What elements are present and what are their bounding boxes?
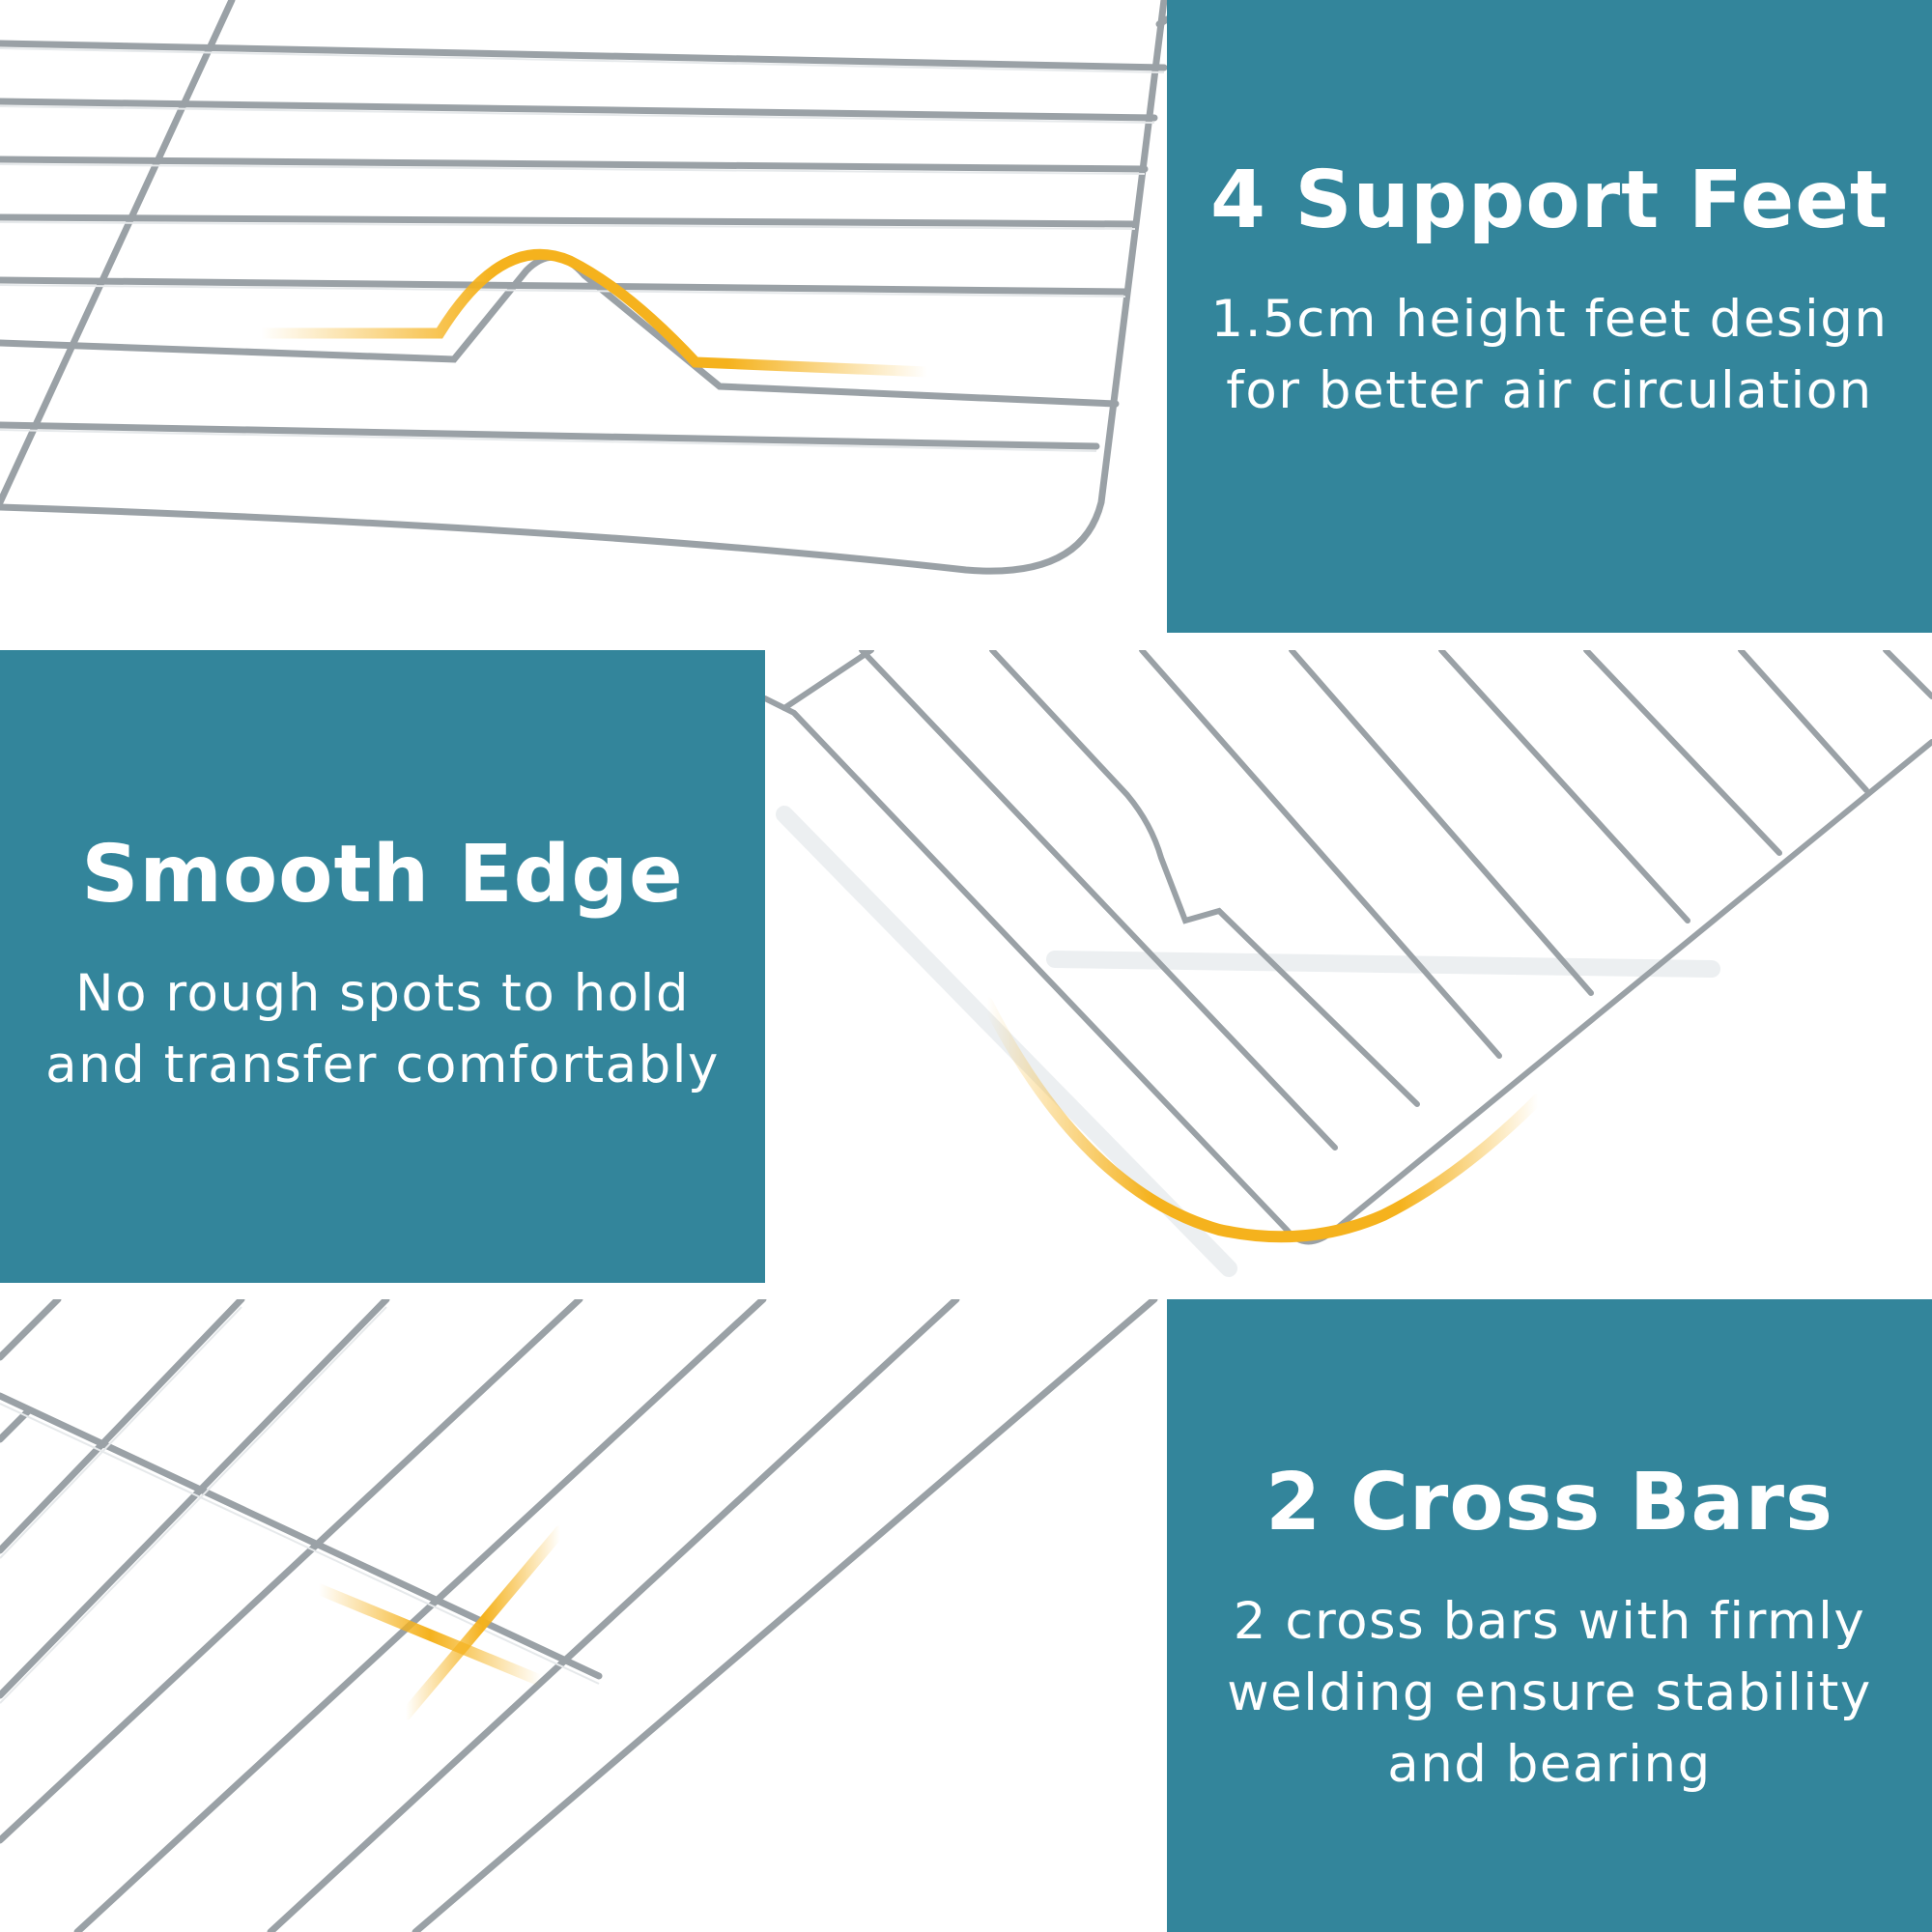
support-feet-desc-line-1: 1.5cm height feet design [1210,289,1889,349]
cross-bars-desc-line-3: and bearing [1387,1734,1712,1794]
support-feet-title: 4 Support Feet [1209,155,1889,247]
smooth-edge-desc-line-2: and transfer comfortably [45,1035,720,1094]
smooth-edge-description: No rough spots to hold and transfer comf… [45,958,720,1101]
smooth-edge-photo [765,650,1932,1283]
cross-bars-description: 2 cross bars with firmly welding ensure … [1227,1586,1871,1801]
wire-rack-corner-icon [765,650,1932,1277]
cross-bars-desc-line-1: 2 cross bars with firmly [1233,1591,1866,1651]
support-feet-photo [0,0,1167,633]
support-feet-description: 1.5cm height feet design for better air … [1210,284,1888,427]
cross-bars-card: 2 Cross Bars 2 cross bars with firmly we… [1167,1299,1932,1932]
support-feet-card: 4 Support Feet 1.5cm height feet design … [1167,0,1932,633]
smooth-edge-title: Smooth Edge [81,829,684,922]
cross-bars-title: 2 Cross Bars [1265,1457,1833,1549]
wire-rack-foot-icon [0,0,1167,575]
smooth-edge-desc-line-1: No rough spots to hold [74,963,690,1023]
cross-bars-desc-line-2: welding ensure stability [1227,1662,1872,1722]
smooth-edge-card: Smooth Edge No rough spots to hold and t… [0,650,765,1283]
support-feet-desc-line-2: for better air circulation [1226,360,1873,420]
cross-bars-photo [0,1299,1167,1932]
wire-rack-crossbar-icon [0,1299,1158,1932]
